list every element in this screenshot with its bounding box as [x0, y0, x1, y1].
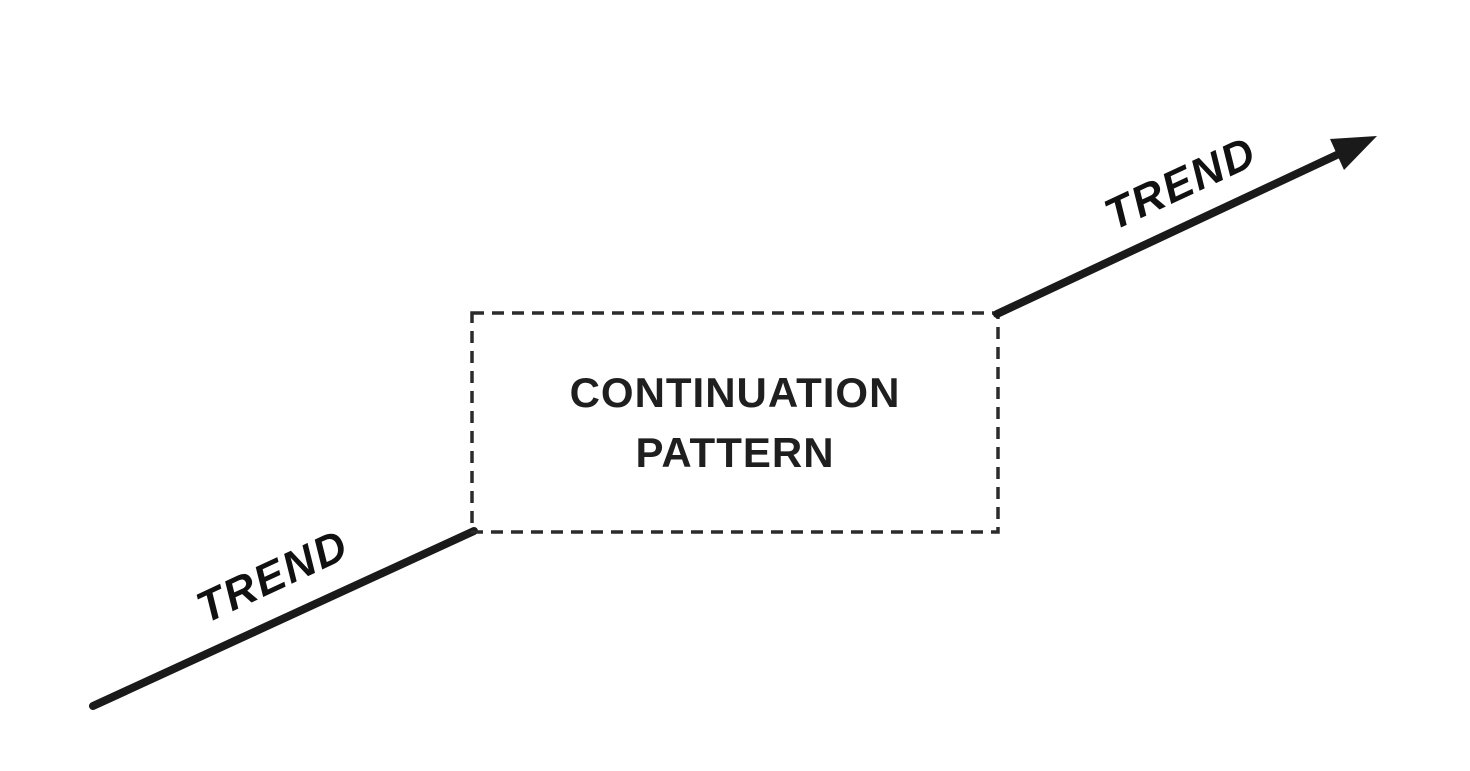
pattern-box-label: CONTINUATION PATTERN: [472, 313, 998, 532]
pattern-box-label-line2: PATTERN: [635, 428, 835, 476]
lower-trend-line: [89, 527, 478, 710]
pattern-box-border: [470, 311, 1000, 534]
upper-trend-line: [993, 149, 1345, 318]
pattern-box-label-line1: CONTINUATION: [569, 368, 901, 416]
arrowhead-icon: [1330, 136, 1377, 170]
